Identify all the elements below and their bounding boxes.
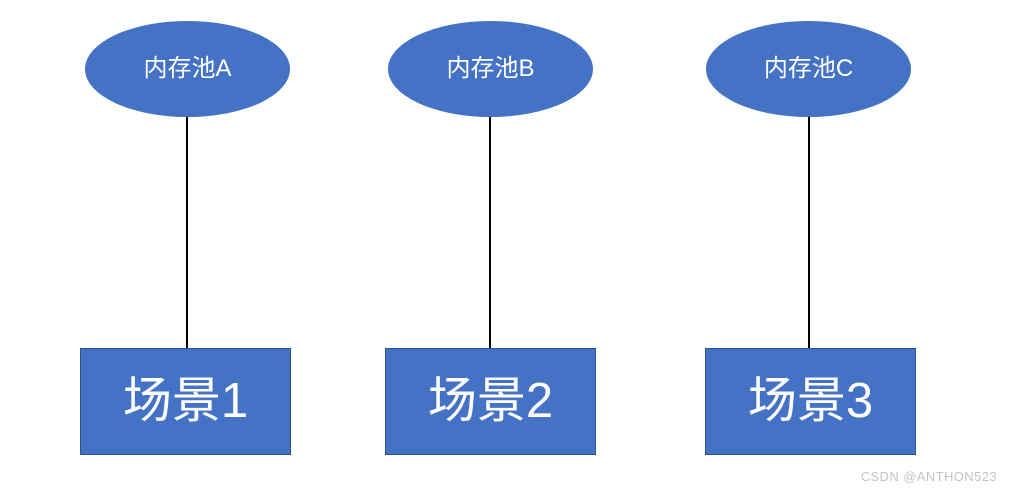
pool-node-c-label: 内存池C [763,55,854,82]
scene-node-1[interactable]: 场景1 [80,348,291,455]
pool-node-b-label: 内存池B [446,55,535,82]
pool-node-a[interactable]: 内存池A [85,21,290,117]
scene-node-1-label: 场景1 [122,374,249,428]
pool-node-b[interactable]: 内存池B [388,21,593,117]
connector-pool-c-scene-3[interactable] [808,117,810,348]
scene-node-2-label: 场景2 [427,374,554,428]
pool-node-c[interactable]: 内存池C [706,21,911,117]
scene-node-3[interactable]: 场景3 [705,348,916,455]
pool-node-a-label: 内存池A [143,55,232,82]
scene-node-3-label: 场景3 [747,374,874,428]
watermark-text: CSDN @ANTHON523 [860,469,997,484]
scene-node-2[interactable]: 场景2 [385,348,596,455]
connector-pool-b-scene-2[interactable] [489,117,491,348]
connector-pool-a-scene-1[interactable] [186,117,188,348]
